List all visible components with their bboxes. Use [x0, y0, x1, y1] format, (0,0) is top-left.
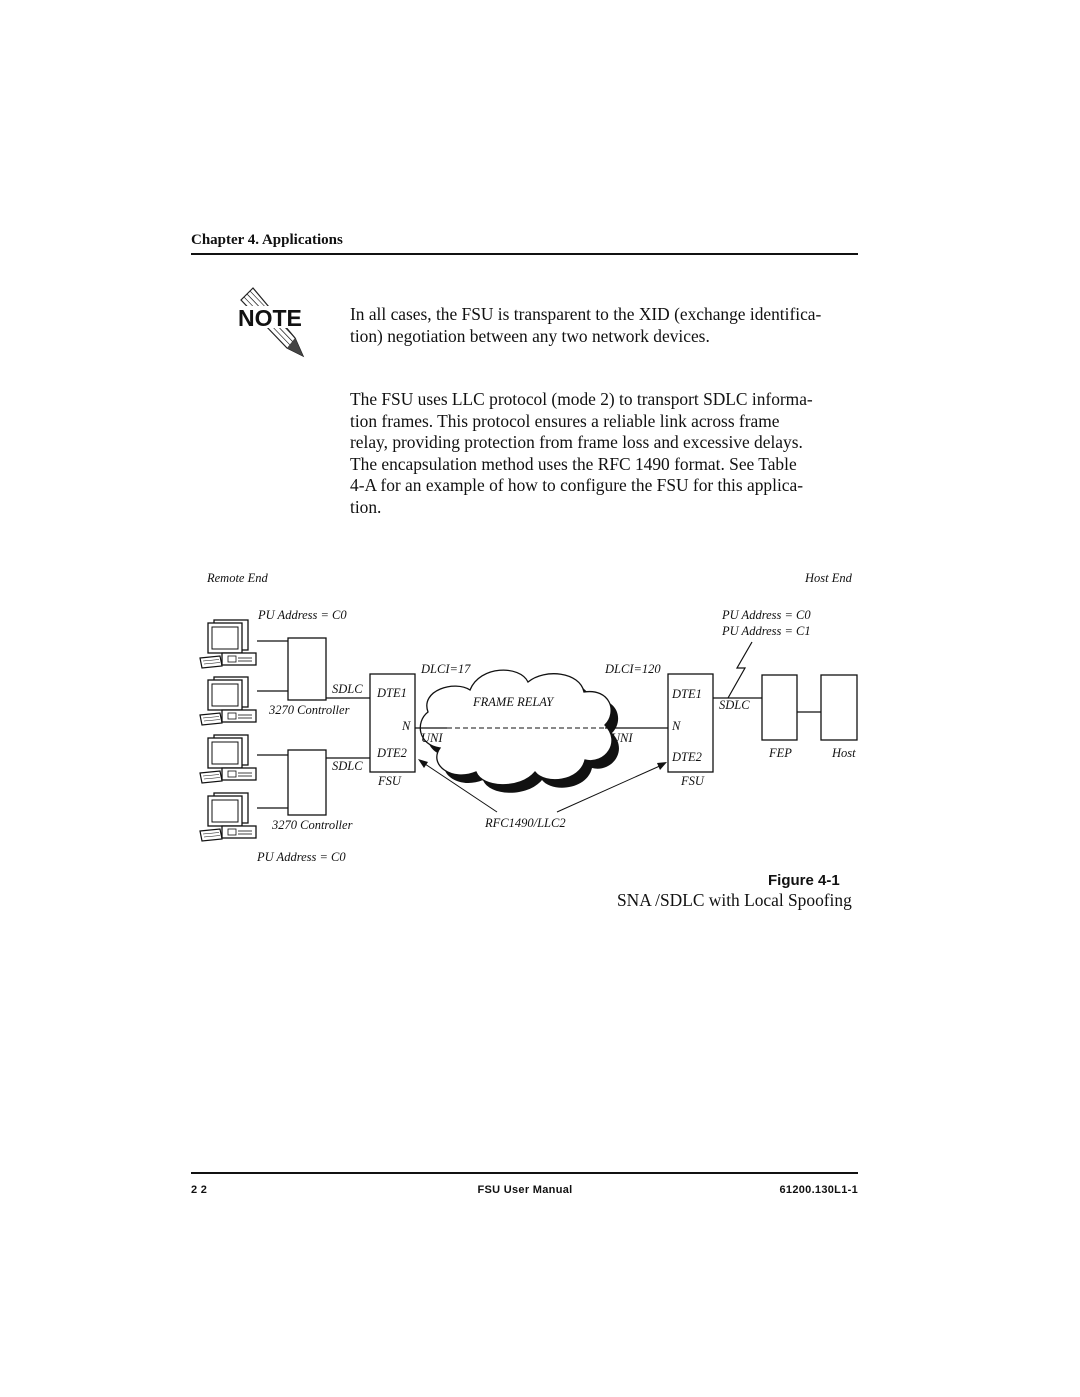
fsu-left-box — [369, 673, 416, 773]
dte1-right-label: DTE1 — [672, 687, 702, 701]
fsu-right-box — [667, 673, 714, 773]
terminal-icon — [199, 619, 257, 669]
terminal-icon — [199, 734, 257, 784]
body-line: tion frames. This protocol ensures a rel… — [350, 410, 780, 431]
footer-title: FSU User Manual — [477, 1184, 573, 1196]
footer-rule — [191, 1172, 858, 1174]
note-line: tion) negotiation between any two networ… — [350, 325, 710, 346]
figure-label: Figure 4-1 — [768, 872, 840, 889]
sdlc-host-label: SDLC — [719, 698, 750, 712]
dlci-left-label: DLCI=17 — [421, 662, 471, 676]
uni-left-label: UNI — [421, 731, 443, 745]
note-icon-label: NOTE — [238, 305, 302, 331]
pu-address-label: PU Address = C0 — [722, 608, 811, 622]
body-paragraph: The FSU uses LLC protocol (mode 2) to tr… — [350, 389, 870, 518]
body-line: tion. — [350, 496, 382, 517]
fep-label: FEP — [769, 746, 792, 760]
body-line: 4-A for an example of how to configure t… — [350, 475, 804, 495]
n-right-label: N — [672, 719, 681, 733]
terminal-icon — [199, 676, 257, 726]
fsu-right-label: FSU — [681, 774, 704, 788]
rfc-label: RFC1490/LLC2 — [485, 816, 566, 830]
note-paragraph: In all cases, the FSU is transparent to … — [350, 304, 870, 347]
fsu-left-label: FSU — [378, 774, 401, 788]
uni-right-label: UNI — [611, 731, 633, 745]
chapter-header: Chapter 4. Applications — [191, 232, 343, 248]
header-rule — [191, 253, 858, 255]
controller-box — [287, 749, 327, 816]
note-line: In all cases, the FSU is transparent to … — [350, 304, 822, 324]
page-number: 2 2 — [191, 1184, 208, 1196]
frame-relay-cloud — [419, 669, 613, 786]
host-end-label: Host End — [805, 571, 852, 585]
frame-relay-label: FRAME RELAY — [473, 695, 554, 709]
note-icon: NOTE — [233, 286, 308, 363]
pu-address-label: PU Address = C0 — [258, 608, 347, 622]
dte1-left-label: DTE1 — [377, 686, 407, 700]
controller-box — [287, 637, 327, 701]
figure-caption: SNA /SDLC with Local Spoofing — [617, 890, 852, 910]
sdlc-label: SDLC — [332, 682, 363, 696]
dte2-right-label: DTE2 — [672, 750, 702, 764]
fep-box — [761, 674, 798, 741]
terminal-icon — [199, 792, 257, 842]
remote-end-label: Remote End — [207, 571, 268, 585]
document-id: 61200.130L1-1 — [779, 1184, 858, 1196]
body-line: The FSU uses LLC protocol (mode 2) to tr… — [350, 389, 813, 409]
body-line: relay, providing protection from frame l… — [350, 432, 803, 452]
n-left-label: N — [402, 719, 411, 733]
controller-label: 3270 Controller — [272, 818, 353, 832]
dte2-left-label: DTE2 — [377, 746, 407, 760]
body-line: The encapsulation method uses the RFC 14… — [350, 453, 797, 474]
host-label: Host — [832, 746, 856, 760]
host-box — [820, 674, 858, 741]
pu-address-label: PU Address = C1 — [722, 624, 811, 638]
dlci-right-label: DLCI=120 — [605, 662, 661, 676]
pu-address-label: PU Address = C0 — [257, 850, 346, 864]
controller-label: 3270 Controller — [269, 703, 350, 717]
sdlc-label: SDLC — [332, 759, 363, 773]
